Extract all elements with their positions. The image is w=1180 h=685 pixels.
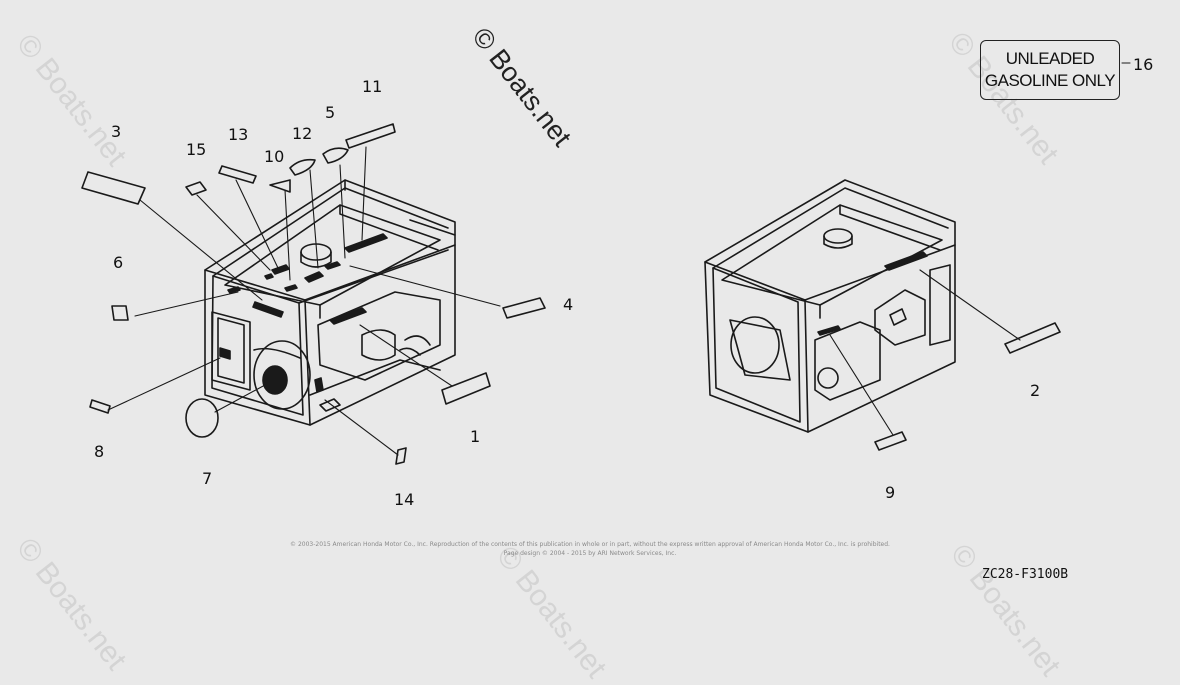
callout-16: 16	[1133, 55, 1153, 74]
fuel-warning-label: UNLEADED GASOLINE ONLY	[980, 40, 1120, 100]
copyright-line2: Page design © 2004 - 2015 by ARI Network…	[503, 550, 677, 557]
callout-14: 14	[394, 490, 414, 509]
callout-13: 13	[228, 125, 248, 144]
copyright-line1: © 2003-2015 American Honda Motor Co., In…	[290, 541, 890, 548]
callout-12: 12	[292, 124, 312, 143]
decal-shapes-right	[874, 322, 1061, 451]
callout-9: 9	[885, 483, 895, 502]
callout-4: 4	[563, 295, 573, 314]
callout-numbers: 1 2 3 4 5 6 7 8 9 10 11 12 13 14 15 16	[94, 55, 1153, 509]
copyright-notice: © 2003-2015 American Honda Motor Co., In…	[150, 540, 1030, 558]
callout-10: 10	[264, 147, 284, 166]
fuel-label-line1: UNLEADED	[1005, 49, 1095, 68]
parts-diagram: 1 2 3 4 5 6 7 8 9 10 11 12 13 14 15 16	[81, 55, 1153, 509]
callout-3: 3	[111, 122, 121, 141]
decal-shapes-left	[81, 123, 546, 465]
callout-15: 15	[186, 140, 206, 159]
callout-7: 7	[202, 469, 212, 488]
callout-6: 6	[113, 253, 123, 272]
callout-8: 8	[94, 442, 104, 461]
generator-front-view	[204, 179, 456, 426]
callout-2: 2	[1030, 381, 1040, 400]
fuel-label-line2: GASOLINE ONLY	[984, 71, 1116, 90]
generator-rear-view	[704, 179, 956, 433]
callout-1: 1	[470, 427, 480, 446]
diagram-code: ZC28-F3100B	[982, 567, 1069, 582]
callout-5: 5	[325, 103, 335, 122]
callout-11: 11	[362, 77, 382, 96]
